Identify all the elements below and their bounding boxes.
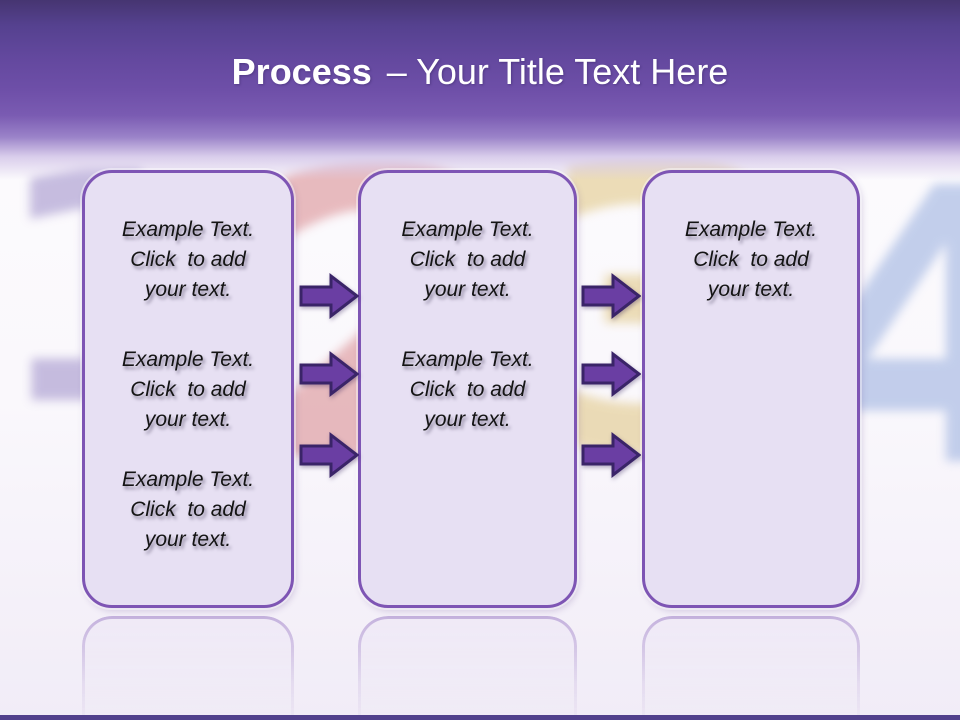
panel-1-text-placeholder-2[interactable]: Example Text. Click to add your text. [121,348,255,431]
bottom-accent-bar [0,715,960,720]
step-panel-2[interactable]: Example Text. Click to add your text. Ex… [358,170,577,608]
panel-2-text-placeholder-2[interactable]: Example Text. Click to add your text. [401,348,534,431]
panel-1-text-placeholder-1[interactable]: Example Text. Click to add your text. [121,218,255,301]
title-text: – Your Title Text Here [386,51,729,92]
arrow-right-icon [299,349,359,399]
slide-title: Process – Your Title Text Here [0,50,960,94]
panel-3-text-placeholder-1[interactable]: Example Text. Click to add your text. [684,218,818,301]
panel-2-text-placeholder-1[interactable]: Example Text. Click to add your text. [401,218,534,301]
arrow-right-icon [299,271,359,321]
panel-3-reflection [642,616,860,720]
panel-1-text-placeholder-3[interactable]: Example Text. Click to add your text. [121,468,255,551]
arrow-right-icon [581,349,641,399]
arrow-right-icon [299,430,359,480]
title-keyword: Process [231,51,372,92]
panel-1-reflection [82,616,294,720]
step-panel-3[interactable]: Example Text. Click to add your text. [642,170,860,608]
arrow-right-icon [581,430,641,480]
arrow-right-icon [581,271,641,321]
step-panel-1[interactable]: Example Text. Click to add your text. Ex… [82,170,294,608]
panel-2-reflection [358,616,577,720]
